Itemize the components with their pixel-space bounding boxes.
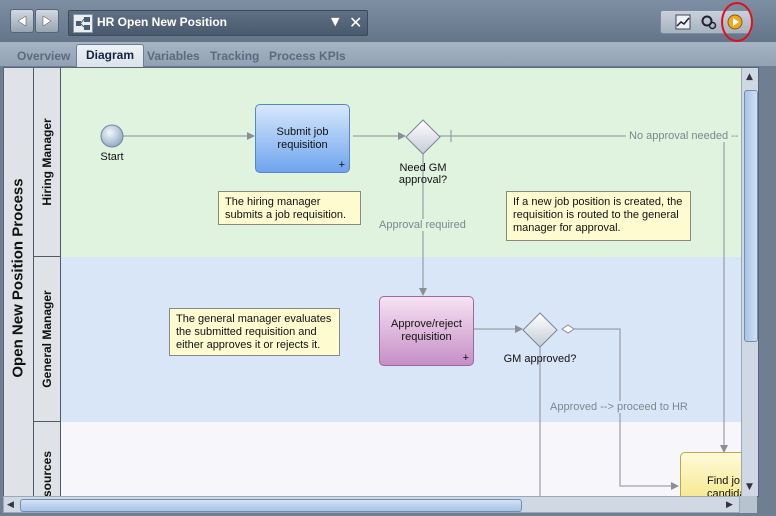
process-icon: [73, 14, 93, 33]
annotation-hiring-manager: The hiring manager submits a job requisi…: [218, 191, 361, 225]
vertical-scroll-thumb[interactable]: [744, 90, 758, 342]
task-find-candidates[interactable]: Find jo candida: [680, 452, 750, 497]
scroll-down-icon[interactable]: ▼: [746, 482, 753, 492]
scroll-left-icon[interactable]: ◀: [7, 500, 14, 510]
forward-button[interactable]: [35, 9, 59, 33]
back-button[interactable]: [10, 9, 34, 33]
gateway-label: Need GM approval?: [398, 162, 448, 186]
scroll-right-icon[interactable]: ▶: [726, 500, 733, 510]
tab-process-kpis[interactable]: Process KPIs: [269, 49, 346, 63]
flow-connectors: [100, 119, 734, 496]
gateway-label: GM approved?: [503, 353, 577, 365]
settings-gears-icon[interactable]: [701, 14, 717, 30]
lane-header-general-manager: General Manager: [34, 257, 61, 422]
task-label: Submit job requisition: [276, 125, 329, 151]
gateway-gm-approved[interactable]: [522, 312, 558, 348]
lane-header-resources: sources: [34, 422, 61, 496]
vertical-scrollbar[interactable]: ▲ ▼: [741, 68, 758, 496]
arrow-right-icon: [42, 15, 52, 27]
tab-bar: Overview Diagram Variables Tracking Proc…: [0, 42, 776, 67]
flow-label-approved-hr: Approved --> proceed to HR: [550, 401, 688, 413]
start-event[interactable]: [100, 124, 124, 148]
chart-icon[interactable]: [675, 14, 691, 30]
tab-variables[interactable]: Variables: [147, 49, 200, 63]
tab-tracking[interactable]: Tracking: [210, 49, 260, 63]
lane-resources: [61, 422, 741, 496]
pool-header: Open New Position Process: [4, 68, 34, 496]
flow-label-approval-required: Approval required: [379, 219, 466, 231]
chevron-down-icon[interactable]: ▼: [331, 15, 340, 28]
annotation-general-manager: The general manager evaluates the submit…: [169, 308, 340, 356]
flow-label-no-approval: No approval needed --: [629, 130, 739, 142]
flow-no-approval-down: [720, 135, 734, 453]
highlight-circle: [721, 2, 753, 42]
diagram-canvas[interactable]: Open New Position Process Hiring Manager…: [3, 67, 759, 497]
scroll-corner: [740, 496, 757, 513]
task-label: Approve/reject requisition: [391, 318, 462, 343]
title-bar: HR Open New Position ▼ ✕: [0, 0, 776, 42]
task-approve-reject[interactable]: Approve/reject requisition +: [379, 296, 474, 366]
arrow-left-icon: [17, 15, 27, 27]
task-submit-requisition[interactable]: Submit job requisition +: [255, 104, 350, 173]
window-title: HR Open New Position: [97, 15, 228, 29]
close-icon[interactable]: ✕: [349, 13, 363, 32]
horizontal-scrollbar[interactable]: ◀ ▶: [3, 496, 740, 513]
horizontal-scroll-thumb[interactable]: [20, 499, 522, 512]
scroll-up-icon[interactable]: ▲: [746, 72, 753, 82]
tab-diagram[interactable]: Diagram: [76, 44, 145, 67]
task-label: Find jo candida: [707, 475, 746, 497]
start-label: Start: [100, 151, 124, 163]
lane-header-hiring-manager: Hiring Manager: [34, 68, 61, 257]
annotation-new-position: If a new job position is created, the re…: [506, 191, 691, 241]
tab-overview[interactable]: Overview: [17, 49, 71, 63]
expand-icon[interactable]: +: [462, 352, 469, 364]
process-selector[interactable]: HR Open New Position ▼ ✕: [68, 10, 368, 36]
gateway-need-gm[interactable]: [405, 119, 441, 155]
expand-icon[interactable]: +: [338, 159, 345, 171]
default-flow-diamond: [561, 324, 575, 334]
